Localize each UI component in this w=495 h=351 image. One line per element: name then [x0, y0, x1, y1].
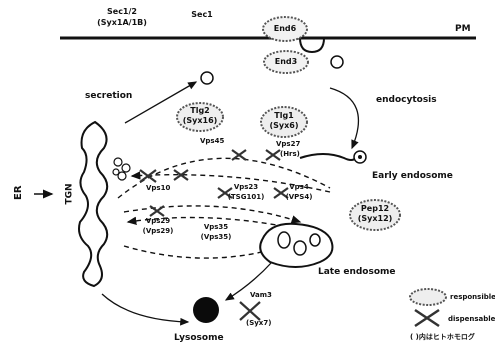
- label-legend-responsible: responsible: [450, 294, 495, 301]
- label-syx16: (Syx16): [176, 117, 224, 125]
- label-tsg101: (TSG101): [222, 194, 270, 201]
- secretory-vesicle: [201, 72, 213, 84]
- endocytosis-arrow: [330, 88, 358, 148]
- label-tlg2: Tlg2: [180, 107, 220, 115]
- label-tlg1: Tlg1: [264, 112, 304, 120]
- label-sec1-2: Sec1/2: [92, 8, 152, 16]
- label-syx12: (Syx12): [351, 215, 399, 223]
- pm-invagination: [300, 38, 324, 52]
- label-syx1a-1b: (Syx1A/1B): [86, 19, 158, 27]
- tgn-bud-cluster: [113, 158, 130, 180]
- legend-dispensable-cross: [415, 310, 439, 326]
- label-end3: End3: [269, 58, 303, 66]
- mvb-vesicle-2: [294, 241, 306, 255]
- label-early-endosome: Early endosome: [372, 172, 453, 181]
- mvb-vesicle-1: [278, 232, 290, 248]
- label-late-endosome: Late endosome: [318, 268, 396, 277]
- label-vps4b: (VPS4): [280, 194, 318, 201]
- legend-responsible-ellipse: [410, 289, 446, 305]
- label-vps29b: (Vps29): [136, 228, 180, 235]
- label-pep12: Pep12: [355, 205, 395, 213]
- label-endocytosis: endocytosis: [376, 96, 437, 105]
- label-vps29: Vps29: [138, 218, 178, 225]
- label-sec1: Sec1: [182, 11, 222, 19]
- mvb-vesicle-3: [310, 234, 320, 246]
- label-vps10: Vps10: [146, 185, 170, 192]
- label-hrs: (Hrs): [280, 151, 300, 158]
- label-pm: PM: [455, 25, 471, 34]
- label-end6: End6: [268, 25, 302, 33]
- label-legend-footnote: ( )内はヒトホモログ: [410, 334, 475, 341]
- early-endosome: [300, 154, 356, 160]
- early-endosome-core: [358, 155, 362, 159]
- label-vam3: Vam3: [250, 292, 272, 299]
- label-vps23: Vps23: [224, 184, 268, 191]
- label-tgn: TGN: [66, 181, 75, 205]
- label-er: ER: [14, 186, 24, 200]
- label-lysosome: Lysosome: [174, 334, 224, 343]
- label-vps35: Vps35: [196, 224, 236, 231]
- label-vps35b: (Vps35): [194, 234, 238, 241]
- endocytic-vesicle: [331, 56, 343, 68]
- label-legend-dispensable: dispensable: [448, 316, 495, 323]
- lysosome: [193, 297, 219, 323]
- label-vps27: Vps27: [276, 141, 300, 148]
- tgn-to-lysosome-arrow: [102, 294, 188, 322]
- label-syx7: (Syx7): [246, 320, 271, 327]
- label-syx6: (Syx6): [262, 122, 306, 130]
- label-vps4: Vps4: [282, 184, 316, 191]
- label-secretion: secretion: [85, 92, 132, 101]
- tgn-membrane: [79, 122, 107, 286]
- label-vps45: Vps45: [200, 138, 224, 145]
